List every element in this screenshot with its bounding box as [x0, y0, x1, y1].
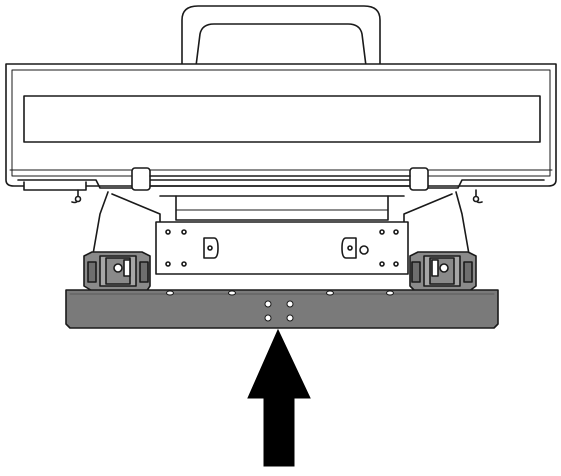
label-slot — [23, 95, 541, 143]
lower-frame — [17, 167, 545, 204]
bumper-bar-icon — [65, 289, 499, 329]
mounting-plate — [155, 221, 409, 275]
cabinet-panel — [5, 63, 557, 187]
seat-backrest-icon — [181, 5, 381, 67]
up-arrow-icon — [247, 328, 311, 467]
support-frame — [91, 191, 471, 261]
mounting-bracket-icon — [409, 251, 477, 293]
mounting-bracket-icon — [83, 251, 151, 293]
